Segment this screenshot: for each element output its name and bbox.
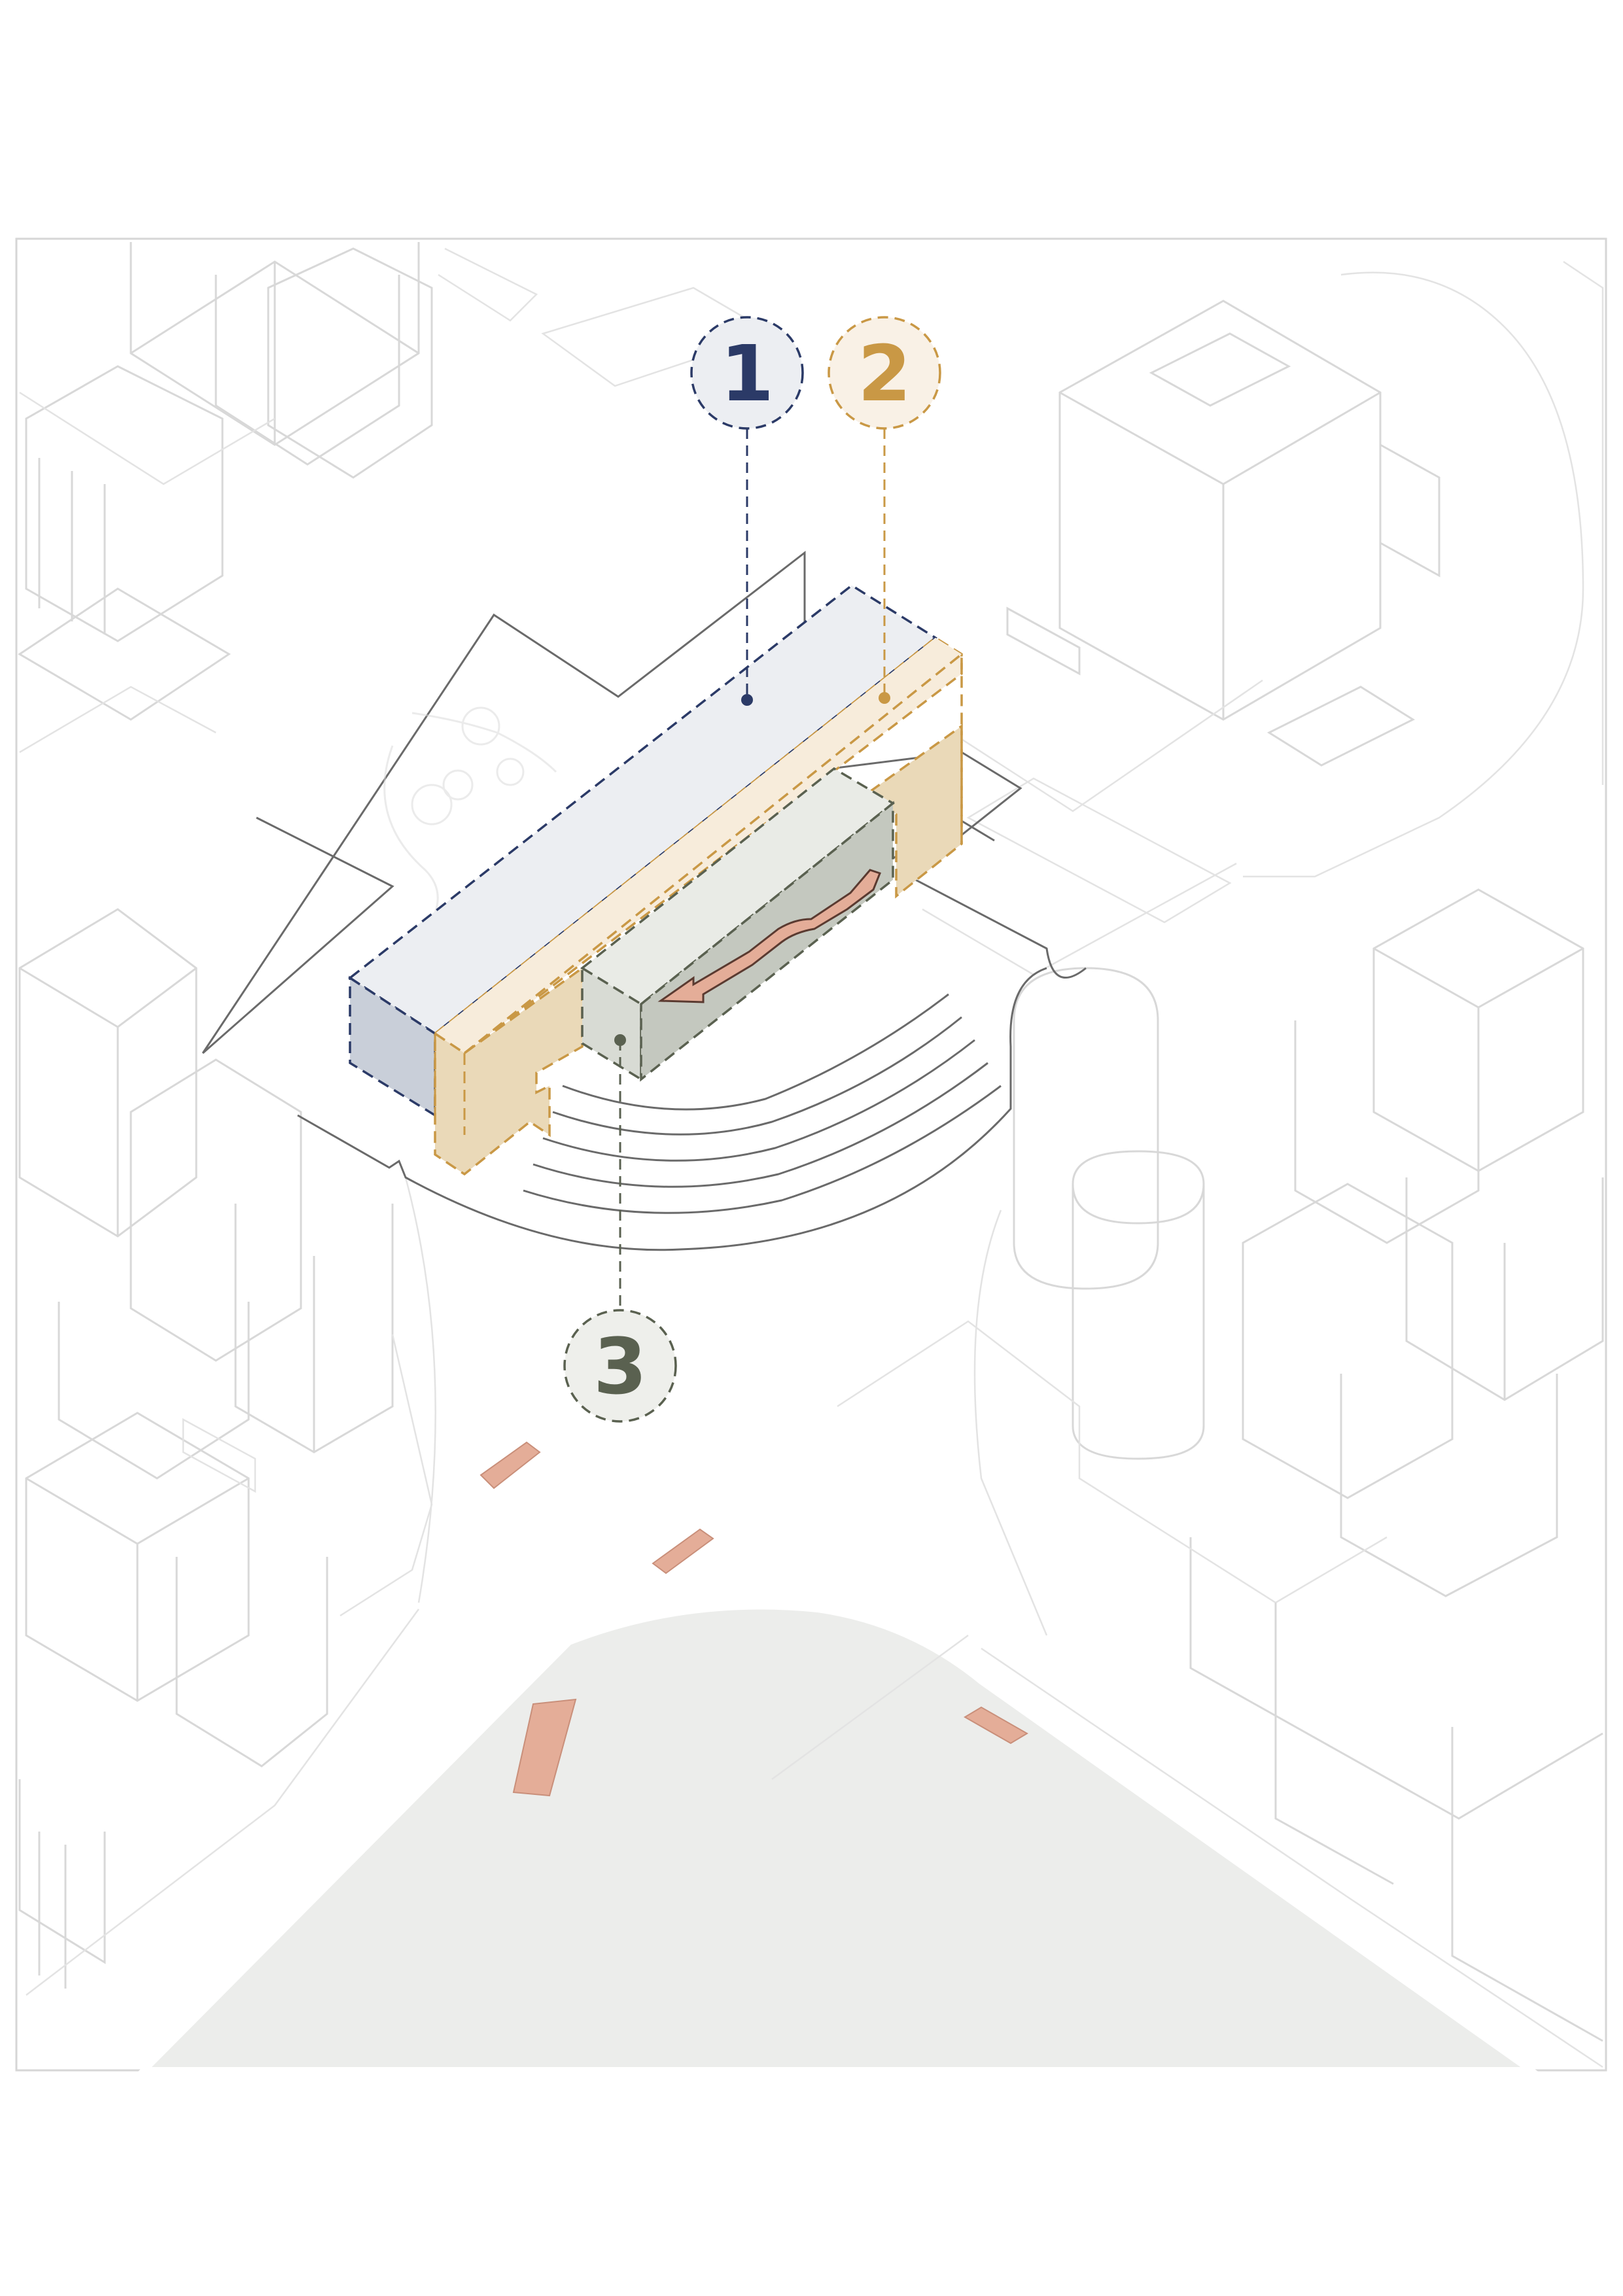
volume-2-front	[434, 965, 584, 1176]
callout-3-label: 3	[593, 1321, 647, 1412]
callout-1-anchor	[741, 694, 753, 706]
callout-3-anchor	[614, 1034, 626, 1046]
ramp	[657, 869, 881, 1003]
volume-3-front	[581, 965, 642, 1082]
bench	[480, 1441, 541, 1489]
site-boundary	[201, 550, 1087, 1054]
stepped-seating	[523, 993, 1002, 1214]
callout-1-label: 1	[720, 328, 774, 419]
callout-3-circle	[563, 1309, 677, 1423]
plaza-ground	[135, 1603, 1541, 2074]
bench	[964, 1706, 1028, 1745]
callout-2-circle	[828, 316, 941, 430]
volume-2-top-main	[435, 638, 962, 1053]
volume-3	[580, 767, 896, 1082]
callout-2-anchor	[879, 692, 890, 704]
callout-1: 1	[690, 316, 804, 706]
bench	[652, 1528, 714, 1574]
callout-2: 2	[828, 316, 941, 704]
callout-2-label: 2	[858, 328, 911, 419]
volume-2	[433, 636, 963, 1176]
volume-2-side	[868, 723, 963, 899]
callout-1-circle	[690, 316, 804, 430]
context-buildings	[18, 242, 1604, 2068]
plaza-benches	[480, 1441, 1028, 1797]
callout-3: 3	[563, 1034, 677, 1423]
bench	[512, 1698, 577, 1797]
